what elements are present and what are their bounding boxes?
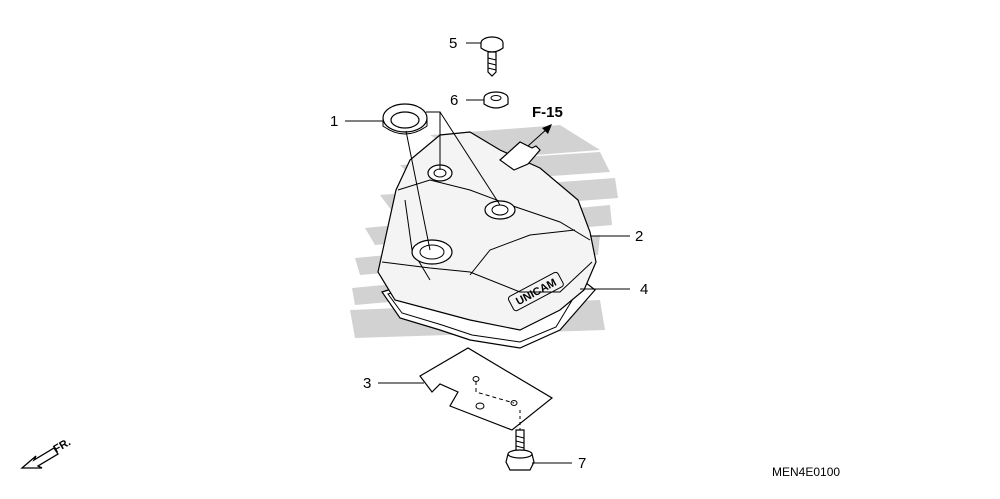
- callout-2: 2: [635, 228, 643, 245]
- cylinder-head-cover-part: UNICAM: [377, 131, 597, 331]
- bolt-part-7: [505, 429, 535, 471]
- callout-1: 1: [330, 113, 338, 130]
- cover-plate-part: [419, 347, 554, 431]
- diagram-code: MEN4E0100: [772, 465, 840, 479]
- callout-4: 4: [640, 281, 648, 298]
- plug-seal-part: [382, 103, 428, 135]
- reference-label: F-15: [532, 104, 563, 121]
- callout-6: 6: [450, 92, 458, 109]
- reference-arrow: F-15: [527, 104, 563, 147]
- callout-5: 5: [449, 35, 457, 52]
- callout-7: 7: [578, 455, 586, 472]
- washer-part-6: [483, 91, 509, 109]
- callout-3: 3: [363, 375, 371, 392]
- bolt-part-5: [480, 36, 504, 77]
- front-marker-label: FR.: [52, 436, 73, 455]
- arrow-down-left-icon: [20, 447, 59, 469]
- leader-lines: [345, 42, 630, 464]
- front-direction-marker: FR.: [20, 436, 73, 469]
